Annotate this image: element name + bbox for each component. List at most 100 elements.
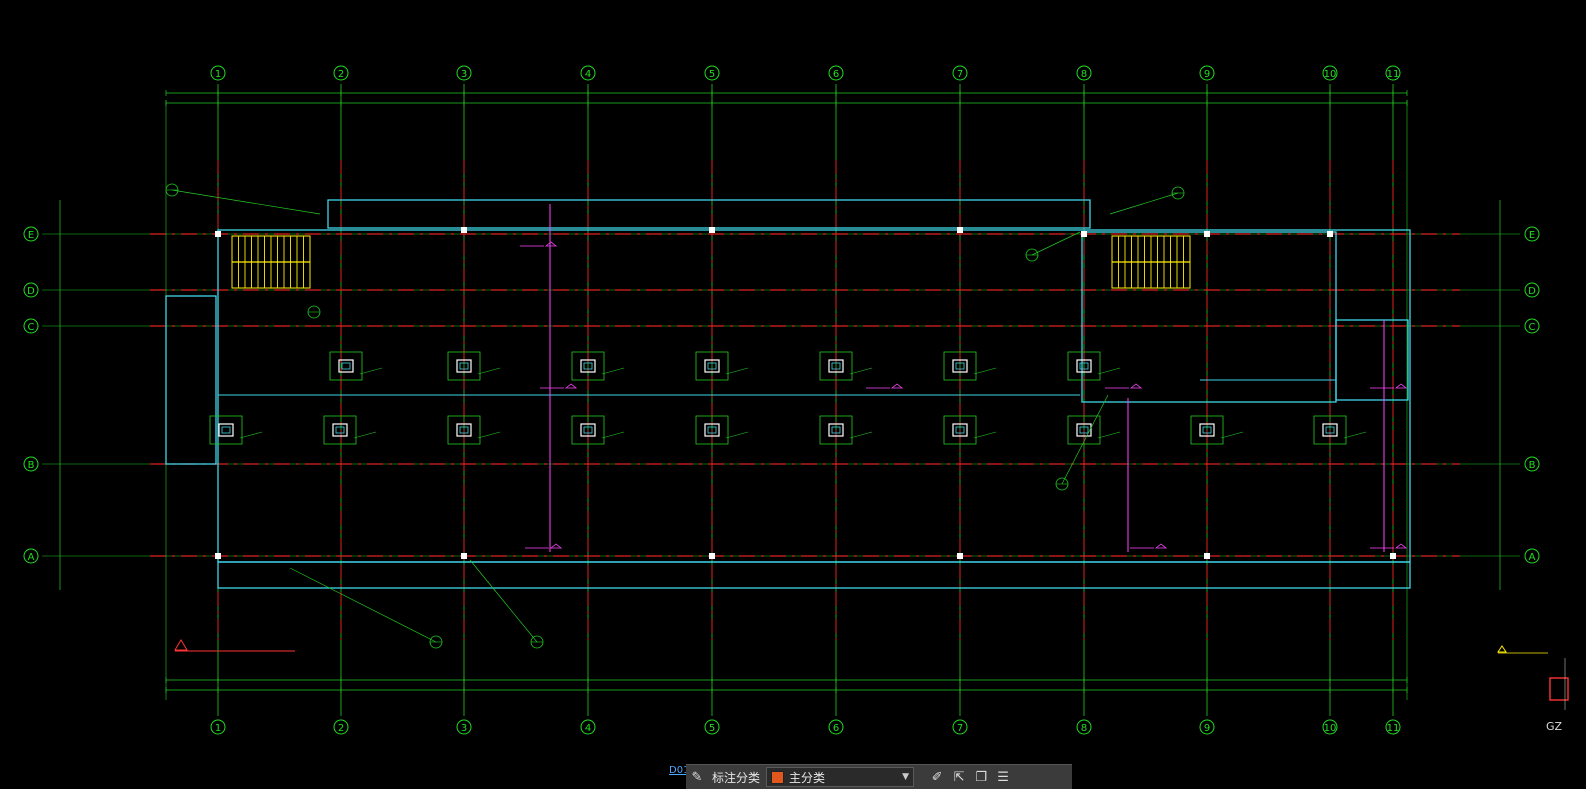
layer-dropdown[interactable]: 主分类 ▼ bbox=[766, 767, 915, 787]
axis-label-3-top: 3 bbox=[461, 69, 467, 80]
axis-label-7-bottom: 7 bbox=[957, 723, 963, 734]
axis-bubble-5-top bbox=[704, 65, 720, 81]
leader-line bbox=[359, 367, 383, 375]
column-section bbox=[1322, 423, 1338, 437]
column-detail-frame bbox=[1067, 351, 1101, 381]
axis-bubble-9-top bbox=[1199, 65, 1215, 81]
axis-label-11-top: 11 bbox=[1387, 69, 1400, 80]
axis-bubble-D-right bbox=[1524, 282, 1540, 298]
axis-label-4-bottom: 4 bbox=[585, 723, 591, 734]
column-detail-frame bbox=[209, 415, 243, 445]
column-section bbox=[952, 359, 968, 373]
wall-column bbox=[957, 227, 963, 233]
column-rebar bbox=[831, 362, 841, 370]
brush-icon[interactable]: ✐ bbox=[931, 769, 943, 785]
axis-label-C-right: C bbox=[1529, 322, 1536, 333]
axis-bubble-4-top bbox=[580, 65, 596, 81]
column-detail-frame bbox=[571, 415, 605, 445]
column-rebar bbox=[955, 426, 965, 434]
column-detail-frame bbox=[695, 415, 729, 445]
axis-bubble-6-bottom bbox=[828, 719, 844, 735]
axis-label-10-bottom: 10 bbox=[1324, 723, 1337, 734]
column-rebar bbox=[221, 426, 231, 434]
leader-line bbox=[477, 367, 501, 375]
pointer-icon[interactable]: ⇱ bbox=[953, 769, 965, 785]
column-rebar bbox=[341, 362, 351, 370]
level-marker bbox=[1394, 383, 1408, 389]
bottom-toolbar: ✎ 标注分类 主分类 ▼ ✐ ⇱ ❐ ☰ bbox=[686, 764, 1072, 789]
column-section bbox=[1076, 423, 1092, 437]
column-rebar bbox=[955, 362, 965, 370]
level-marker bbox=[564, 383, 578, 389]
column-section bbox=[580, 359, 596, 373]
axis-bubble-5-bottom bbox=[704, 719, 720, 735]
copy-icon[interactable]: ❐ bbox=[975, 769, 987, 785]
column-detail-frame bbox=[819, 351, 853, 381]
north-corridor-wall bbox=[327, 199, 1091, 229]
column-section bbox=[456, 359, 472, 373]
layout-tab-label[interactable]: D01 bbox=[669, 765, 690, 776]
east-core-wall bbox=[1081, 231, 1337, 403]
leader-line bbox=[725, 431, 749, 439]
axis-bubble-B-left bbox=[23, 456, 39, 472]
outer-wall bbox=[217, 229, 1411, 563]
level-marker bbox=[1129, 383, 1143, 389]
leader-line bbox=[1343, 431, 1367, 439]
level-marker bbox=[549, 543, 563, 549]
leader-line bbox=[1061, 394, 1109, 485]
leader-line bbox=[849, 431, 873, 439]
axis-bubble-4-bottom bbox=[580, 719, 596, 735]
column-section bbox=[580, 423, 596, 437]
column-rebar bbox=[583, 362, 593, 370]
axis-bubble-C-right bbox=[1524, 318, 1540, 334]
axis-label-2-top: 2 bbox=[338, 69, 344, 80]
annotate-icon[interactable]: ✎ bbox=[691, 769, 703, 785]
axis-bubble-2-bottom bbox=[333, 719, 349, 735]
column-section bbox=[218, 423, 234, 437]
axis-bubble-3-bottom bbox=[456, 719, 472, 735]
layer-color-swatch bbox=[771, 770, 785, 784]
axis-label-B-left: B bbox=[28, 460, 35, 471]
level-marker bbox=[890, 383, 904, 389]
axis-bubble-3-top bbox=[456, 65, 472, 81]
column-detail-frame bbox=[943, 415, 977, 445]
axis-bubble-2-top bbox=[333, 65, 349, 81]
axis-label-5-top: 5 bbox=[709, 69, 715, 80]
column-detail-frame bbox=[1313, 415, 1347, 445]
axis-bubble-10-top bbox=[1322, 65, 1338, 81]
column-rebar bbox=[1079, 426, 1089, 434]
west-annex-wall bbox=[165, 295, 217, 465]
column-detail-frame bbox=[447, 415, 481, 445]
axis-label-9-top: 9 bbox=[1204, 69, 1210, 80]
axis-label-4-top: 4 bbox=[585, 69, 591, 80]
column-detail-frame bbox=[819, 415, 853, 445]
axis-label-1-bottom: 1 bbox=[215, 723, 221, 734]
axis-bubble-7-top bbox=[952, 65, 968, 81]
axis-label-B-right: B bbox=[1529, 460, 1536, 471]
layer-stack-icon[interactable]: ☰ bbox=[997, 769, 1009, 785]
axis-bubble-E-left bbox=[23, 226, 39, 242]
axis-label-A-left: A bbox=[28, 552, 35, 563]
leader-line bbox=[171, 189, 321, 215]
legend-column-block bbox=[1549, 677, 1569, 701]
axis-label-10-top: 10 bbox=[1324, 69, 1337, 80]
axis-bubble-A-right bbox=[1524, 548, 1540, 564]
axis-label-E-left: E bbox=[28, 230, 34, 241]
axis-label-11-bottom: 11 bbox=[1387, 723, 1400, 734]
axis-bubble-A-left bbox=[23, 548, 39, 564]
axis-bubble-7-bottom bbox=[952, 719, 968, 735]
axis-label-9-bottom: 9 bbox=[1204, 723, 1210, 734]
column-detail-frame bbox=[323, 415, 357, 445]
axis-label-2-bottom: 2 bbox=[338, 723, 344, 734]
axis-bubble-C-left bbox=[23, 318, 39, 334]
layer-dropdown-value: 主分类 bbox=[789, 770, 826, 785]
column-rebar bbox=[1325, 426, 1335, 434]
axis-bubble-11-top bbox=[1385, 65, 1401, 81]
wall-column bbox=[461, 227, 467, 233]
column-detail-frame bbox=[329, 351, 363, 381]
leader-line bbox=[1220, 431, 1244, 439]
column-section bbox=[1199, 423, 1215, 437]
leader-line bbox=[601, 431, 625, 439]
leader-line bbox=[973, 431, 997, 439]
